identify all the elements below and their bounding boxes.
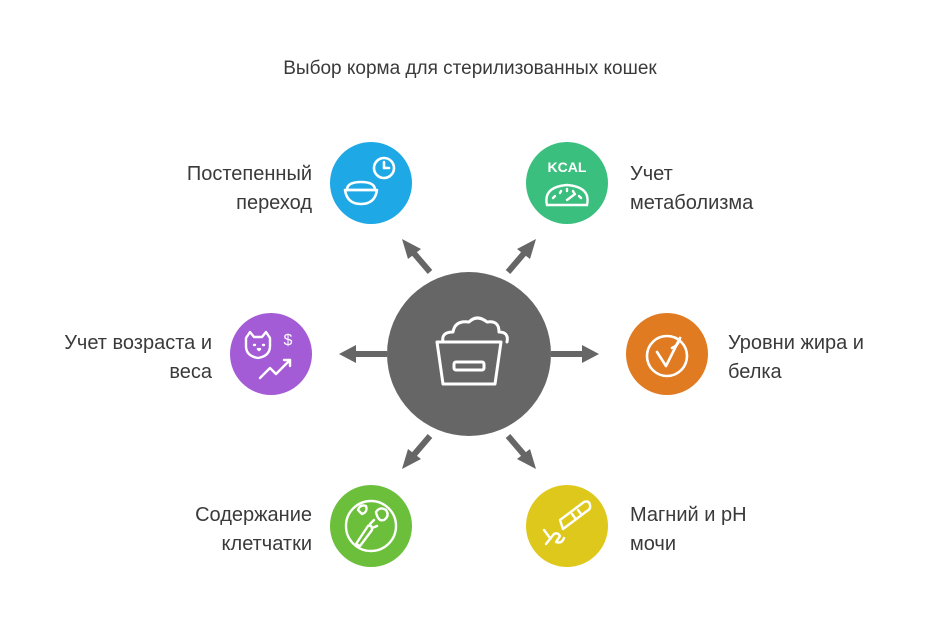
node-fat-circle: [626, 313, 708, 395]
node-metabolism: KCAL: [526, 142, 608, 224]
node-fat: [626, 313, 708, 395]
label-fat: Уровни жира и белка: [728, 329, 864, 387]
label-age-line-2: веса: [169, 361, 212, 383]
label-fiber: Содержание клетчатки: [195, 501, 312, 559]
connector-arrows: [339, 239, 599, 469]
vegetables-icon: [344, 499, 398, 553]
arrow-fiber: [402, 434, 433, 469]
node-age: $: [230, 313, 312, 395]
label-magnesium: Магний и pH мочи: [630, 501, 747, 559]
bowl-clock-icon: [343, 156, 396, 206]
svg-text:KCAL: KCAL: [548, 159, 587, 175]
label-gradual-line-2: переход: [236, 192, 312, 214]
label-gradual: Постепенный переход: [187, 160, 312, 218]
arrow-gradual: [402, 239, 433, 274]
node-age-circle: [230, 313, 312, 395]
svg-text:$: $: [284, 332, 293, 349]
arrow-age: [339, 345, 387, 363]
label-age: Учет возраста и веса: [64, 329, 212, 387]
arrow-metabolism: [505, 239, 536, 274]
arrow-magnesium: [505, 434, 536, 469]
arrow-fat: [551, 345, 599, 363]
label-fat-line-1: Уровни жира и: [728, 332, 864, 354]
food-bowl-icon: [435, 316, 509, 386]
kcal-scale-icon: KCAL: [545, 159, 589, 207]
diagram-title: Выбор корма для стерилизованных кошек: [283, 58, 657, 79]
node-fiber: [330, 485, 412, 567]
label-metabolism-line-2: метаболизма: [630, 192, 754, 214]
label-metabolism-line-1: Учет: [630, 163, 673, 185]
label-fiber-line-1: Содержание: [195, 504, 312, 526]
label-fiber-line-2: клетчатки: [221, 533, 312, 555]
label-gradual-line-1: Постепенный: [186, 163, 312, 185]
node-gradual: [330, 142, 412, 224]
label-magnesium-line-2: мочи: [630, 533, 677, 555]
test-strip-icon: [542, 500, 592, 546]
node-metabolism-circle: [526, 142, 608, 224]
label-fat-line-2: белка: [728, 361, 782, 383]
label-metabolism: Учет метаболизма: [630, 160, 753, 218]
cat-growth-icon: $: [244, 330, 293, 380]
checkmark-icon: [645, 334, 689, 378]
node-magnesium: [526, 485, 608, 567]
center-hub: [387, 272, 551, 436]
label-magnesium-line-1: Магний и pH: [630, 504, 747, 526]
label-age-line-1: Учет возраста и: [64, 332, 212, 354]
